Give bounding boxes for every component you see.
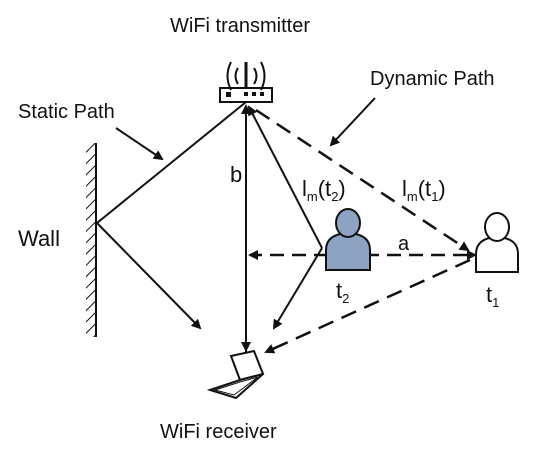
dynamic-path-pointer [329, 97, 376, 147]
person-icon [475, 212, 519, 273]
t1-label: t1 [486, 282, 499, 310]
reflection-path-t2-outgoing [272, 247, 323, 330]
dynamic-path-t1-outgoing [264, 258, 471, 354]
static-path-pointer [115, 127, 164, 161]
lm-t1-label: lm(t1) [402, 176, 446, 204]
laptop-icon [206, 349, 265, 400]
receiver-label: WiFi receiver [160, 421, 277, 443]
transmitter-label: WiFi transmitter [170, 15, 310, 37]
lm-t2-label: lm(t2) [302, 176, 346, 204]
wall-label: Wall [18, 226, 60, 251]
reflection-path-t2-incoming [248, 105, 323, 249]
dynamic-path-label: Dynamic Path [370, 68, 495, 90]
a-label: a [398, 233, 410, 255]
static-path-segment-tx-wall [96, 101, 247, 224]
static-path-label: Static Path [18, 101, 115, 123]
router-icon [219, 61, 273, 103]
static-path-segment-wall-rx [96, 222, 202, 330]
b-label: b [230, 162, 242, 187]
wall [86, 143, 97, 337]
dynamic-path-t1-incoming [255, 108, 470, 252]
person-icon [325, 208, 371, 271]
t2-label: t2 [336, 278, 349, 306]
